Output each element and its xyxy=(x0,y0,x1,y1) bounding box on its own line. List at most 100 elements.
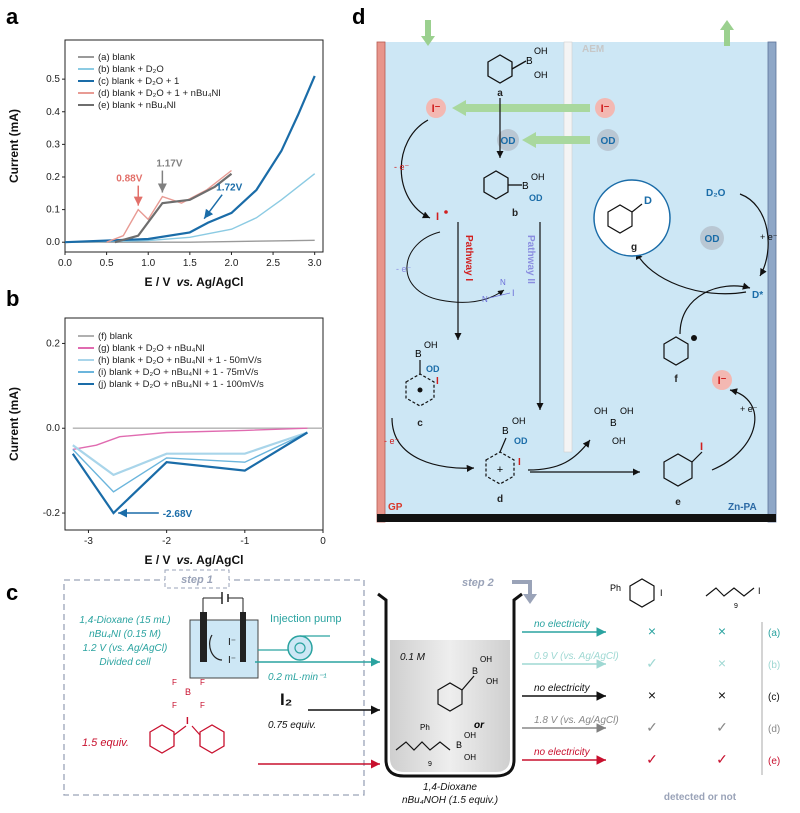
svg-text:F: F xyxy=(200,701,205,710)
svg-text:B: B xyxy=(415,349,422,360)
electrochemical-cell: I⁻ I⁻ xyxy=(189,592,259,679)
svg-text:OH: OH xyxy=(424,340,438,350)
svg-text:N: N xyxy=(482,295,488,304)
svg-text:D: D xyxy=(644,195,652,207)
reaction-beaker: 0.1 M B OH OH Ph or 9 B OH OH xyxy=(377,592,523,778)
legend-entry: (j) blank + D₂O + nBu₄NI + 1 - 100mV/s xyxy=(98,379,264,390)
molecule-b: B OH OD xyxy=(483,170,545,203)
aem-label: AEM xyxy=(582,44,604,55)
x-tick-label: 0 xyxy=(320,536,326,547)
svg-text:1,4-Dioxane (15 mL): 1,4-Dioxane (15 mL) xyxy=(79,615,170,626)
y-tick-label: -0.2 xyxy=(43,508,61,519)
concentration: 0.1 M xyxy=(400,652,426,663)
iodide-label-zn: I⁻ xyxy=(718,375,727,387)
svg-text:B: B xyxy=(472,666,478,676)
aem-membrane xyxy=(563,41,573,453)
label-b: b xyxy=(512,208,518,219)
svg-text:OH: OH xyxy=(464,731,476,740)
svg-text:Divided cell: Divided cell xyxy=(99,657,151,668)
series-line xyxy=(64,173,316,243)
step2-arrow-head xyxy=(523,594,537,604)
molecule-c: B OH OD I xyxy=(405,340,440,407)
iodide-label-left: I⁻ xyxy=(432,103,441,115)
iodine-radical-label: I xyxy=(436,211,439,223)
svg-text:I: I xyxy=(186,716,189,727)
iodide-bubble-zn xyxy=(712,370,732,390)
gp-electrode xyxy=(376,41,386,523)
condition-tag: (c) xyxy=(768,692,780,703)
svg-text:F: F xyxy=(172,701,177,710)
panel-c-letter: c xyxy=(6,580,18,605)
minus-e-2: - e⁻ xyxy=(396,264,412,274)
legend-entry: (b) blank + D₂O xyxy=(98,64,164,75)
gp-label: GP xyxy=(388,502,403,513)
peak-annotation: 0.88V xyxy=(116,174,142,185)
injection-pump-label: Injection pump xyxy=(270,613,342,625)
peak-annotation: -2.68V xyxy=(163,509,193,520)
result-mark: × xyxy=(718,655,726,671)
pump-rate: 0.2 mL·min⁻¹ xyxy=(268,672,327,683)
panel-d-letter: d xyxy=(352,4,365,29)
electrolysis-cell-diagram: AEM GP Zn-PA I⁻ I⁻ OD OD B OH OH a xyxy=(376,20,778,523)
reduction-arc-e-to-f xyxy=(711,388,756,471)
svg-text:I: I xyxy=(512,288,515,298)
oxidation-arc-3 xyxy=(391,417,475,473)
molecule-e: I xyxy=(663,441,703,487)
d2o-reduction-arc xyxy=(739,193,769,277)
iodide-bubble-right xyxy=(595,98,615,118)
step1-label: step 1 xyxy=(181,574,213,586)
cell-iodide-2: I⁻ xyxy=(228,655,236,666)
x-tick-label: 0.5 xyxy=(100,258,114,269)
arrow-f-deuterium xyxy=(679,282,751,335)
molecule-d: + B OH OD I xyxy=(485,416,528,485)
svg-text:OD: OD xyxy=(529,193,543,203)
pathway1-label: Pathway I xyxy=(463,235,474,281)
boric-acid: OH OH B OH xyxy=(594,406,634,446)
peak-annotation: 1.72V xyxy=(216,183,242,194)
x-tick-label: -1 xyxy=(240,536,249,547)
y-tick-label: 0.3 xyxy=(46,139,60,150)
od-label-right: OD xyxy=(601,136,616,147)
svg-text:OH: OH xyxy=(531,172,545,182)
condition-tag: (e) xyxy=(768,756,780,767)
chart-a-frame xyxy=(64,39,324,253)
molecule-a: B OH OH xyxy=(487,46,548,84)
x-tick-label: 3.0 xyxy=(308,258,322,269)
iodine-label: I₂ xyxy=(280,690,292,709)
iodonium-reagent: B F F F F I xyxy=(149,678,225,754)
svg-text:OH: OH xyxy=(620,406,634,416)
electrolyte-background xyxy=(377,42,772,522)
legend-entry: (a) blank xyxy=(98,52,135,63)
svg-text:OH: OH xyxy=(512,416,526,426)
svg-text:B: B xyxy=(526,56,533,67)
condition-label: no electricity xyxy=(534,747,591,758)
reagent-equiv: 1.5 equiv. xyxy=(82,737,129,749)
detected-caption: detected or not xyxy=(664,792,737,803)
condition-tag: (a) xyxy=(768,628,780,639)
svg-text:9: 9 xyxy=(734,603,738,610)
condition-tag: (b) xyxy=(768,660,780,671)
y-tick-label: 0.2 xyxy=(46,338,60,349)
condition-tag: (d) xyxy=(768,724,780,735)
condition-label: 1.8 V (vs. Ag/AgCl) xyxy=(534,715,619,726)
svg-text:OH: OH xyxy=(486,677,498,686)
zn-pa-electrode xyxy=(767,41,777,523)
series-line xyxy=(71,431,308,515)
peak-arrow xyxy=(203,194,223,220)
svg-text:I: I xyxy=(518,457,521,468)
plus-e-2: + e⁻ xyxy=(760,232,778,242)
svg-text:OH: OH xyxy=(534,70,548,80)
label-f: f xyxy=(674,374,678,385)
label-g: g xyxy=(631,242,637,253)
series-line xyxy=(64,75,316,244)
svg-text:I: I xyxy=(758,586,761,596)
zn-pa-label: Zn-PA xyxy=(728,502,757,513)
svg-text:OH: OH xyxy=(612,436,626,446)
pump-icon xyxy=(287,635,313,661)
label-e: e xyxy=(675,497,681,508)
series-line xyxy=(72,431,308,493)
